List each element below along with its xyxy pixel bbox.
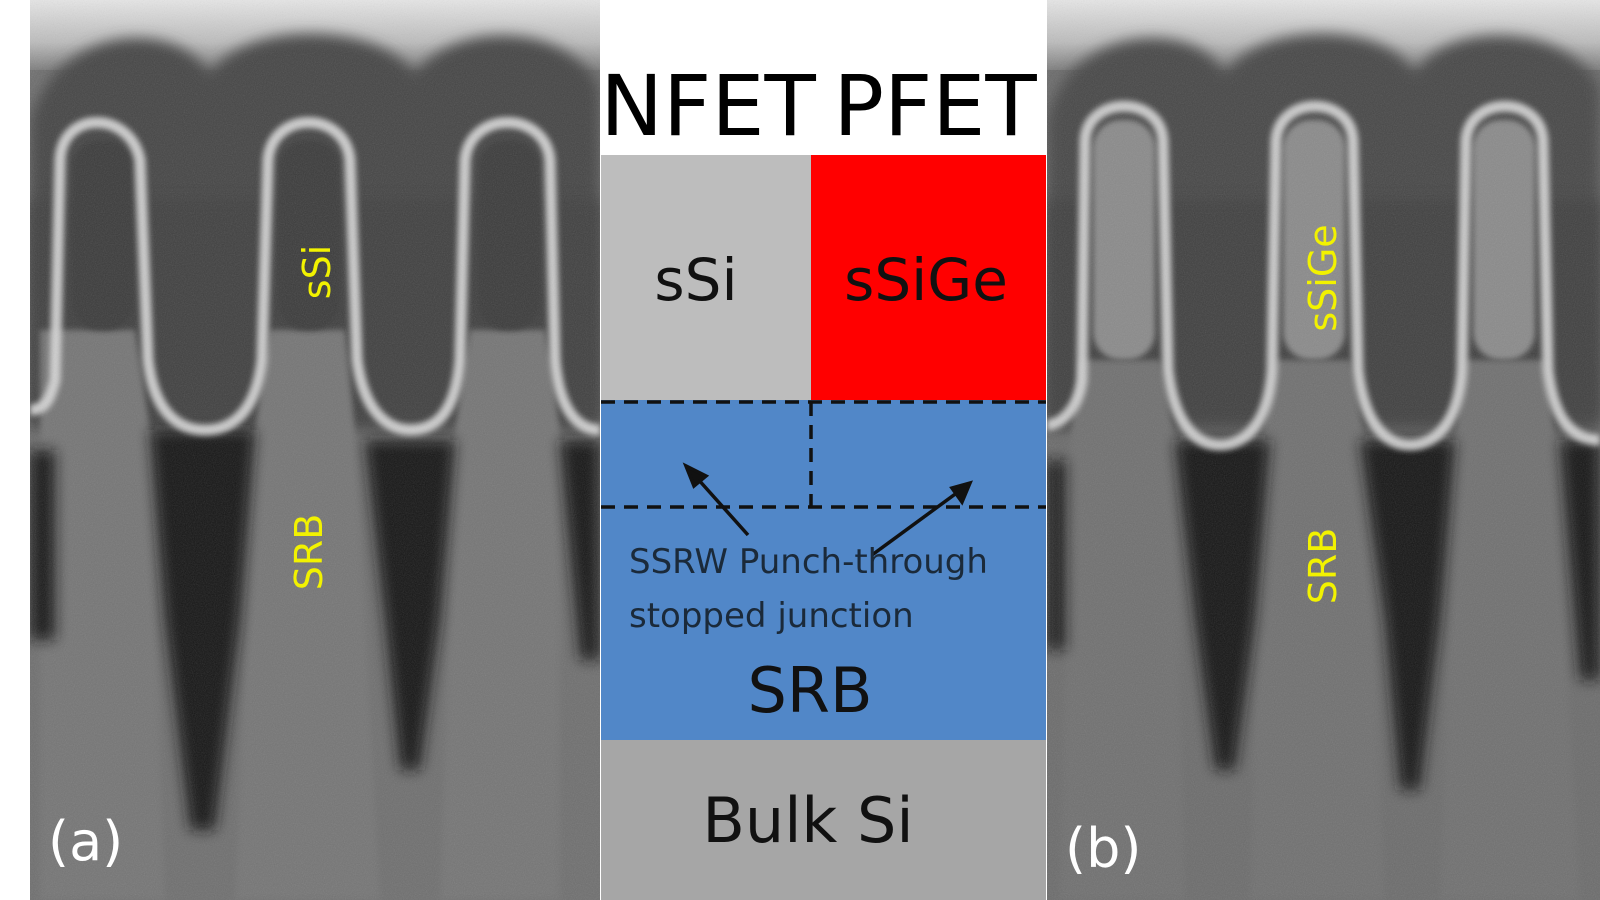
annotation-line-1: SSRW Punch-through bbox=[629, 542, 988, 582]
schematic-header-background bbox=[601, 0, 1046, 155]
sem-image-a bbox=[30, 0, 600, 900]
bulk-si-region bbox=[601, 740, 1046, 900]
sem-labels-a: sSi SRB bbox=[287, 245, 339, 591]
pfet-header: PFET bbox=[833, 57, 1037, 155]
pfet-channel-region bbox=[811, 155, 1046, 400]
annotation-arrows bbox=[682, 462, 974, 557]
sem-a-channel-label: sSi bbox=[295, 245, 339, 299]
arrow-head-left bbox=[682, 462, 710, 489]
bulk-si-label: Bulk Si bbox=[702, 784, 913, 857]
sem-a-srb-label: SRB bbox=[287, 514, 331, 591]
panel-label-b: (b) bbox=[1065, 817, 1141, 880]
nfet-channel-label: sSi bbox=[654, 246, 737, 314]
annotation-line-2: stopped junction bbox=[629, 596, 914, 636]
pfet-channel-label: sSiGe bbox=[844, 246, 1008, 314]
srb-label: SRB bbox=[748, 654, 873, 727]
sem-labels-b: sSiGe SRB bbox=[1301, 224, 1345, 604]
panel-label-a: (a) bbox=[48, 810, 123, 873]
device-schematic: NFET PFET sSi sSiGe SSRW Punch-through s… bbox=[600, 0, 1046, 900]
nfet-channel-region bbox=[601, 155, 811, 400]
arrow-head-right bbox=[949, 480, 974, 506]
sem-image-b bbox=[1047, 0, 1600, 900]
nfet-header: NFET bbox=[600, 57, 816, 155]
sem-b-channel-label: sSiGe bbox=[1301, 224, 1345, 331]
srb-region bbox=[601, 400, 1046, 740]
sem-b-srb-label: SRB bbox=[1301, 528, 1345, 605]
punch-through-stopper-outline bbox=[601, 400, 1046, 509]
